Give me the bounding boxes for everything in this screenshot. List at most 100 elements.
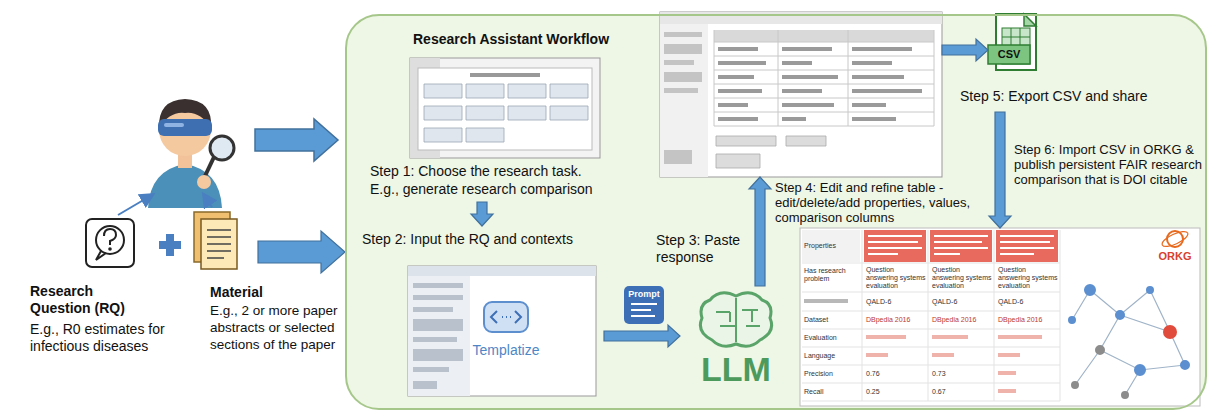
paper-header-lines <box>868 236 1054 254</box>
flow-arrow <box>749 177 771 286</box>
table-cell: QALD-6 <box>866 298 926 306</box>
table-cell-holder: DBpedia 2016 <box>866 316 926 324</box>
table-cell-holder: 0.67 <box>932 388 992 396</box>
table-cell-holder: Dataset <box>804 316 860 324</box>
llm-box: LLM <box>680 286 792 398</box>
brain-icon <box>700 293 771 346</box>
comparison-frame <box>800 228 1200 406</box>
edge-label-holder: Step 3: Paste response <box>656 232 748 266</box>
table-cell: QALD-6 <box>932 298 992 306</box>
screenshot-frame <box>410 58 600 158</box>
brain-circuit <box>716 298 760 342</box>
table-cell-holder: DBpedia 2016 <box>998 316 1058 324</box>
screenshot-sidebar <box>408 276 470 396</box>
logo-text-holder: ORKG <box>1152 250 1198 263</box>
table-cell-holder: Language <box>804 352 860 360</box>
graph-edges <box>1072 290 1185 395</box>
step-text-holder: Step 1: Choose the research task. <box>370 163 608 180</box>
table-cell: Question answering systems evaluation <box>998 266 1058 290</box>
sidebar-items <box>664 32 702 164</box>
question-bubble <box>96 226 124 254</box>
table-cell: 0.76 <box>866 370 926 378</box>
document-front <box>201 219 237 269</box>
table-cell-holder: Question answering systems evaluation <box>932 266 992 290</box>
table-cells <box>718 47 922 121</box>
screenshot-frame <box>660 12 942 177</box>
block-body: E.g., 2 or more paper abstracts or selec… <box>210 302 342 353</box>
sidebar-items <box>413 283 463 389</box>
table-cell-holder: Has research problem <box>804 267 860 283</box>
table-cell: DBpedia 2016 <box>866 316 926 324</box>
table-cell: 0.67 <box>932 388 992 396</box>
table-cell: DBpedia 2016 <box>998 316 1058 324</box>
panel-title: Research Assistant Workflow <box>413 31 673 48</box>
table-cell-holder: Evaluation <box>804 334 860 342</box>
step-screenshot: Step 1: Choose the research task.E.g., g… <box>366 56 610 202</box>
logo-text-holder: Templatize <box>466 342 546 359</box>
table-cell-holder: 0.25 <box>866 388 926 396</box>
thin-arrow <box>204 195 212 207</box>
input-block: MaterialE.g., 2 or more paper abstracts … <box>188 208 344 388</box>
llm-label-holder: LLM <box>680 350 792 388</box>
edge-label: Prompt <box>626 289 662 300</box>
flow-arrow <box>258 231 345 273</box>
magnifier-glass <box>210 136 234 160</box>
question-bubble-tail <box>96 251 106 260</box>
llm-label: LLM <box>680 350 792 388</box>
table-cell: Properties <box>804 242 860 250</box>
visor-shine <box>164 123 184 127</box>
table-cell-holder: Question answering systems evaluation <box>998 266 1058 290</box>
graph-node-red <box>1163 325 1177 339</box>
table-grid <box>714 30 934 126</box>
document-lines <box>207 230 231 258</box>
step-text: Step 5: Export CSV and share <box>960 88 1200 105</box>
table-cell-holder: 0.73 <box>932 370 992 378</box>
templatize-logo-mark <box>491 311 521 323</box>
plus-sign <box>159 241 181 249</box>
block-body-holder: E.g., 2 or more paper abstracts or selec… <box>210 302 342 353</box>
flow-arrow <box>471 202 493 226</box>
prompt-icon <box>624 286 664 324</box>
table-buttons <box>716 136 826 168</box>
input-block: Research Question (RQ)E.g., R0 estimates… <box>28 212 188 387</box>
logo-text: ORKG <box>1152 250 1198 263</box>
table-cell: Language <box>804 352 860 360</box>
value-placeholders <box>866 335 1042 393</box>
block-heading-holder: Material <box>210 284 342 301</box>
comparison-grid <box>802 230 1060 401</box>
block-heading: Material <box>210 284 342 301</box>
templatize-logo <box>484 302 528 332</box>
table-cell-holder: DBpedia 2016 <box>932 316 992 324</box>
step-text-holder: Step 5: Export CSV and share <box>960 88 1200 105</box>
property-header <box>802 230 860 262</box>
table-cell: Dataset <box>804 316 860 324</box>
question-mark <box>104 229 116 245</box>
step-text: Step 2: Input the RQ and contexts <box>362 231 602 248</box>
paper-headers <box>864 230 1058 262</box>
file-type: CSV <box>989 47 1029 61</box>
modal-title <box>470 73 540 77</box>
table-cell: Evaluation <box>804 334 860 342</box>
block-arrow <box>255 119 338 161</box>
graph-nodes-grey <box>1071 345 1129 399</box>
step-text: Step 1: Choose the research task. <box>370 163 608 180</box>
table-cell: Has research problem <box>804 267 860 283</box>
step-text-holder: Step 4: Edit and refine table - edit/del… <box>775 180 980 225</box>
researcher-hand <box>197 175 211 189</box>
property-placeholder <box>804 299 848 303</box>
table-cell: 0.73 <box>932 370 992 378</box>
csv-tag <box>988 45 1030 64</box>
table-cell-holder: QALD-6 <box>932 298 992 306</box>
block-body: E.g., R0 estimates for infectious diseas… <box>30 321 182 355</box>
table-cell: Question answering systems evaluation <box>866 266 926 290</box>
logo-text: Templatize <box>466 342 546 359</box>
table-cell-holder: Precision <box>804 370 860 378</box>
csv-file-box: CSVStep 5: Export CSV and share <box>988 12 1203 112</box>
table-cell-holder: QALD-6 <box>866 298 926 306</box>
table-cell-holder: Recall <box>804 388 860 396</box>
step-text: Step 4: Edit and refine table - edit/del… <box>775 180 980 225</box>
workflow-panel: Research Assistant WorkflowStep 1: Choos… <box>345 14 1207 410</box>
table-cell-holder: Question answering systems evaluation <box>866 266 926 290</box>
